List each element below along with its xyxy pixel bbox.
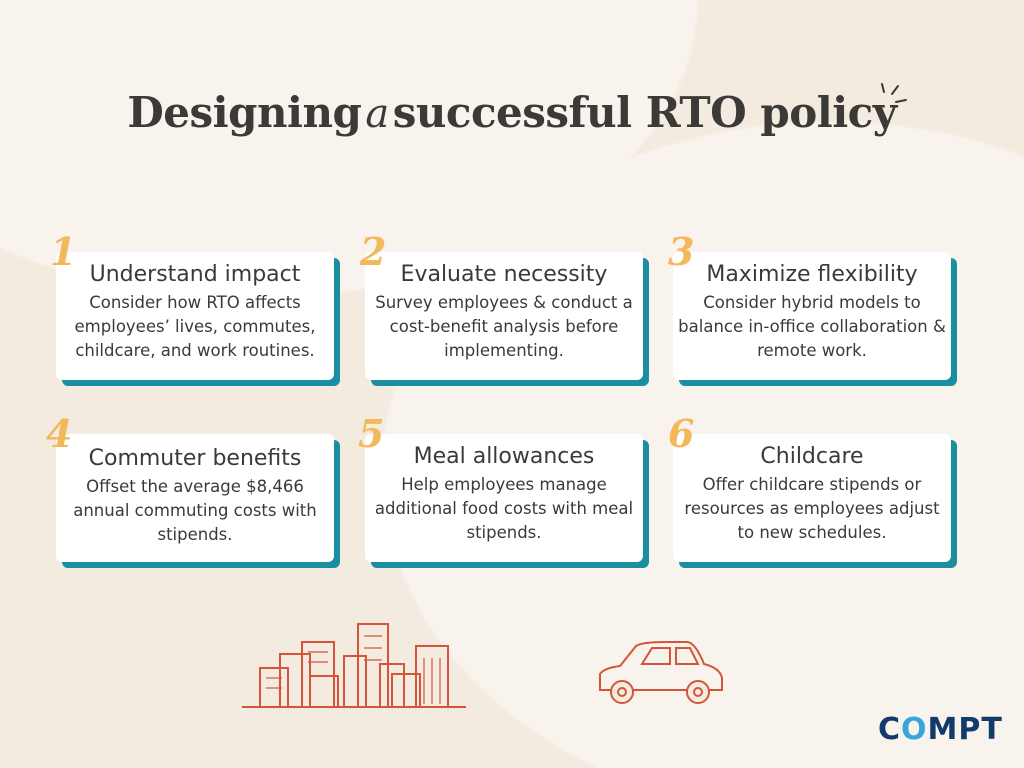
card-heading: Evaluate necessity	[400, 262, 608, 287]
card-heading: Childcare	[760, 444, 864, 469]
car-icon	[599, 641, 723, 704]
card-body: Offer childcare stipends or resources as…	[684, 475, 940, 542]
step-number: 5	[358, 411, 385, 456]
title-text: Designing	[127, 88, 362, 137]
logo-letter: MPT	[927, 712, 1003, 747]
card-body: Consider hybrid models to balance in-off…	[678, 293, 946, 360]
card-body: Help employees manage additional food co…	[374, 475, 634, 542]
step-number: 1	[50, 229, 77, 274]
card-heading: Meal allowances	[413, 444, 595, 469]
logo-letter: O	[901, 712, 928, 747]
step-number: 2	[360, 229, 387, 274]
card-understand-impact: Understand impact Consider how RTO affec…	[56, 252, 334, 380]
card-body: Offset the average $8,466 annual commuti…	[73, 477, 317, 544]
title-text: successful RTO policy	[392, 88, 897, 137]
step-number: 4	[46, 411, 73, 456]
card-body: Consider how RTO affects employees’ live…	[74, 293, 316, 360]
card-body: Survey employees & conduct a cost-benefi…	[375, 293, 633, 360]
card-maximize-flexibility: Maximize flexibility Consider hybrid mod…	[673, 252, 951, 380]
logo-letter: C	[878, 712, 902, 747]
card-heading: Maximize flexibility	[706, 262, 918, 287]
compt-logo: COMPT	[878, 712, 1003, 747]
card-childcare: Childcare Offer childcare stipends or re…	[673, 434, 951, 562]
city-buildings-icon	[242, 623, 466, 708]
card-heading: Commuter benefits	[88, 446, 302, 471]
card-commuter-benefits: Commuter benefits Offset the average $8,…	[56, 434, 334, 562]
title-script-word: a	[365, 91, 389, 137]
step-number: 6	[668, 411, 695, 456]
card-heading: Understand impact	[89, 262, 301, 287]
step-number: 3	[668, 229, 695, 274]
sparkle-icon	[881, 83, 907, 103]
card-evaluate-necessity: Evaluate necessity Survey employees & co…	[365, 252, 643, 380]
card-meal-allowances: Meal allowances Help employees manage ad…	[365, 434, 643, 562]
